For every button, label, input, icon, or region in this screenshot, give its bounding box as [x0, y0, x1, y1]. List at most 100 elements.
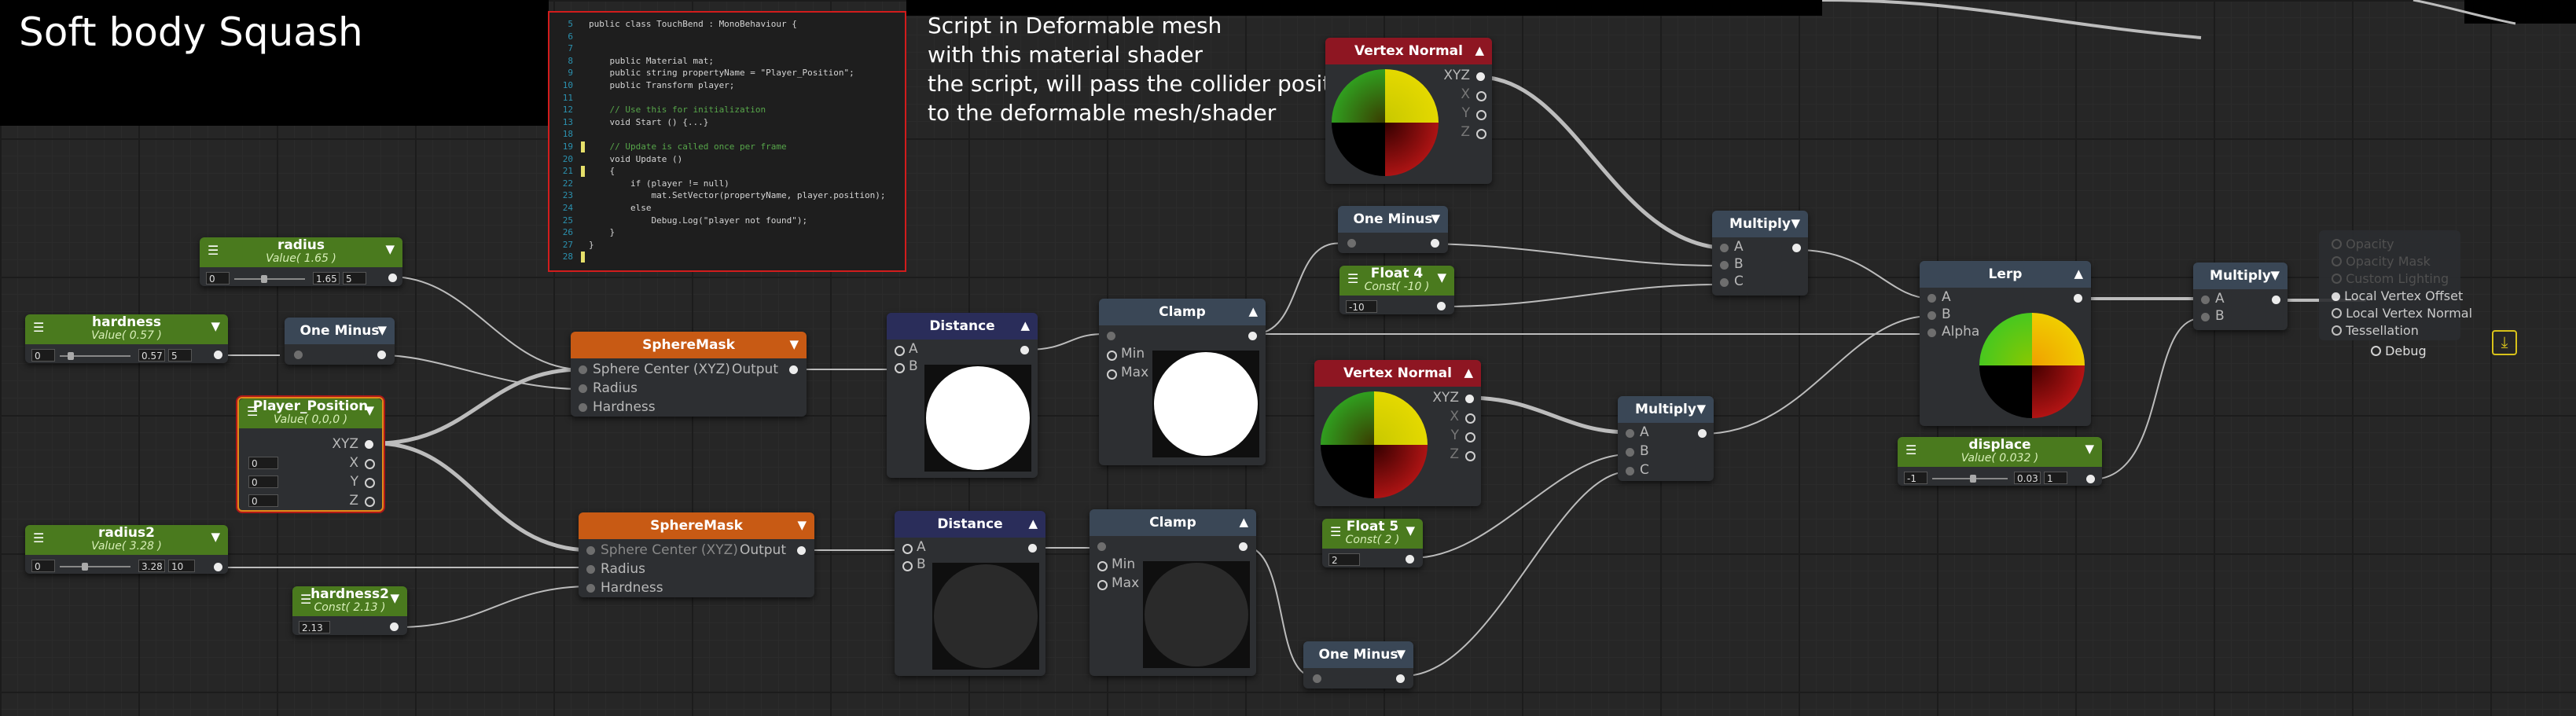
- collapse-icon[interactable]: ▼: [1437, 270, 1446, 285]
- slider-knob[interactable]: [82, 563, 88, 571]
- output-pin-z[interactable]: [1465, 451, 1475, 461]
- collapse-icon[interactable]: ▼: [797, 518, 807, 532]
- output-pin-x[interactable]: [365, 459, 375, 469]
- output-pin-y[interactable]: [1476, 110, 1486, 120]
- input-pin-max[interactable]: [1097, 580, 1108, 590]
- output-port-tessellation[interactable]: Tessellation: [2332, 323, 2419, 338]
- max-field[interactable]: 5: [168, 349, 192, 362]
- collapse-icon[interactable]: ▼: [390, 591, 399, 605]
- input-pin[interactable]: [294, 351, 303, 359]
- output-port-custom-lighting[interactable]: Custom Lighting: [2332, 271, 2449, 286]
- input-pin[interactable]: [579, 403, 587, 412]
- collapse-icon[interactable]: ▲: [1239, 515, 1248, 529]
- input-pin[interactable]: [586, 565, 595, 574]
- slider-knob[interactable]: [68, 352, 74, 360]
- output-pin[interactable]: [2272, 296, 2280, 304]
- max-field[interactable]: 10: [168, 560, 195, 572]
- output-pin[interactable]: [1792, 244, 1801, 252]
- multiply-node[interactable]: Multiply▼ A B C: [1618, 396, 1714, 481]
- input-pin[interactable]: [586, 584, 595, 593]
- output-port-opacity-mask[interactable]: Opacity Mask: [2332, 254, 2431, 269]
- value-field[interactable]: 1.65: [313, 272, 340, 285]
- value-field[interactable]: 0.03: [2014, 472, 2041, 484]
- input-pin-a[interactable]: [1927, 294, 1936, 303]
- collapse-icon[interactable]: ▼: [211, 319, 220, 333]
- output-pin[interactable]: [1020, 346, 1029, 354]
- one-minus-node[interactable]: One Minus▼: [285, 318, 395, 365]
- output-pin[interactable]: [2086, 475, 2095, 483]
- input-pin[interactable]: [1313, 674, 1321, 683]
- menu-icon[interactable]: ☰: [33, 320, 45, 335]
- output-pin[interactable]: [377, 351, 386, 359]
- input-pin-a[interactable]: [902, 544, 913, 554]
- value-slider[interactable]: [234, 278, 305, 280]
- menu-icon[interactable]: ☰: [208, 243, 219, 258]
- y-field[interactable]: 0: [248, 475, 278, 488]
- input-pin-b[interactable]: [902, 561, 913, 571]
- output-pin[interactable]: [1431, 239, 1439, 248]
- input-pin[interactable]: [1107, 332, 1115, 340]
- clamp-node[interactable]: Clamp▲ Min Max: [1099, 299, 1266, 465]
- output-pin-xyz[interactable]: [1465, 395, 1474, 403]
- collapse-icon[interactable]: ▼: [377, 323, 387, 337]
- menu-icon[interactable]: ☰: [1347, 271, 1359, 286]
- collapse-icon[interactable]: ▲: [2074, 266, 2083, 281]
- collapse-icon[interactable]: ▼: [365, 403, 374, 417]
- max-field[interactable]: 1: [2044, 472, 2067, 484]
- slider-knob[interactable]: [261, 275, 267, 283]
- port-pin[interactable]: [2332, 308, 2342, 318]
- clamp-node[interactable]: Clamp▲ Min Max: [1090, 509, 1256, 676]
- vertex-normal-node[interactable]: Vertex Normal▲ XYZ X Y Z: [1325, 38, 1492, 184]
- master-output-node[interactable]: Opacity Opacity Mask Custom Lighting Loc…: [2319, 230, 2472, 340]
- output-pin[interactable]: [789, 365, 798, 374]
- output-pin-x[interactable]: [1476, 91, 1486, 101]
- output-pin[interactable]: [1396, 674, 1405, 683]
- output-pin[interactable]: [214, 563, 222, 571]
- collapse-icon[interactable]: ▼: [2270, 268, 2280, 282]
- output-pin[interactable]: [1028, 544, 1037, 553]
- port-pin[interactable]: [2371, 346, 2381, 356]
- vertex-normal-node[interactable]: Vertex Normal▲ XYZ X Y Z: [1314, 360, 1481, 506]
- spheremask-node[interactable]: SphereMask▼ Sphere Center (XYZ) Output R…: [571, 332, 807, 417]
- output-pin[interactable]: [214, 351, 222, 359]
- port-pin[interactable]: [2332, 274, 2342, 284]
- one-minus-node[interactable]: One Minus▼: [1303, 641, 1413, 688]
- value-field[interactable]: 2.13: [299, 621, 330, 633]
- menu-icon[interactable]: ☰: [1330, 524, 1342, 539]
- output-pin[interactable]: [1248, 332, 1257, 340]
- output-pin[interactable]: [388, 274, 397, 282]
- input-pin[interactable]: [1347, 239, 1356, 248]
- collapse-icon[interactable]: ▼: [1696, 402, 1706, 416]
- collapse-icon[interactable]: ▲: [1020, 318, 1030, 332]
- min-field[interactable]: 0: [31, 560, 55, 572]
- multiply-node[interactable]: Multiply▼ A B C: [1712, 211, 1808, 296]
- min-field[interactable]: 0: [206, 272, 230, 285]
- input-pin-max[interactable]: [1107, 369, 1117, 380]
- value-field[interactable]: 2: [1328, 553, 1360, 566]
- port-pin[interactable]: [2332, 256, 2342, 266]
- output-port-local-vertex-offset[interactable]: Local Vertex Offset: [2332, 288, 2463, 303]
- input-pin-a[interactable]: [2201, 296, 2210, 304]
- collapse-icon[interactable]: ▲: [1248, 304, 1258, 318]
- output-pin-y[interactable]: [1465, 432, 1475, 442]
- collapse-icon[interactable]: ▼: [1406, 523, 1415, 538]
- input-pin-b[interactable]: [1626, 448, 1634, 457]
- min-field[interactable]: 0: [31, 349, 55, 362]
- spheremask-node[interactable]: SphereMask▼ Sphere Center (XYZ) Output R…: [579, 512, 814, 597]
- input-pin[interactable]: [1097, 542, 1106, 551]
- collapse-icon[interactable]: ▼: [1431, 211, 1440, 226]
- output-pin-z[interactable]: [1476, 129, 1486, 139]
- input-pin[interactable]: [586, 546, 595, 555]
- collapse-icon[interactable]: ▼: [385, 242, 395, 256]
- input-pin-c[interactable]: [1626, 467, 1634, 475]
- output-pin-xyz[interactable]: [1476, 72, 1485, 81]
- collapse-icon[interactable]: ▼: [2085, 442, 2094, 456]
- value-field[interactable]: 0.57: [138, 349, 165, 362]
- input-pin-c[interactable]: [1720, 278, 1729, 287]
